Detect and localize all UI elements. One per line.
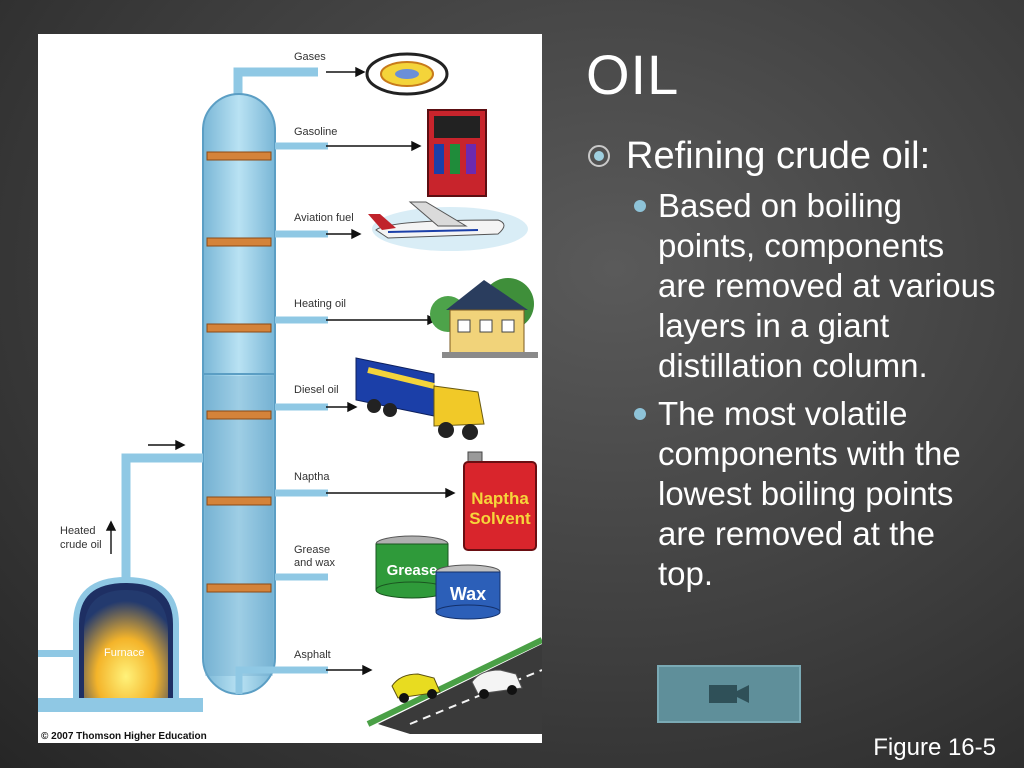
label-aviation-fuel: Aviation fuel — [294, 212, 354, 224]
label-heating-oil: Heating oil — [294, 298, 346, 310]
naptha-can-icon: Naptha Solvent — [463, 451, 537, 551]
furnace-floor — [38, 698, 203, 712]
label-gases: Gases — [294, 51, 326, 63]
label-diesel-oil: Diesel oil — [294, 384, 339, 396]
label-heated: Heated — [60, 525, 95, 537]
label-crude-oil: crude oil — [60, 539, 102, 551]
asphalt-pipe — [235, 666, 328, 694]
column-lower-shade — [205, 376, 273, 676]
tray — [206, 151, 272, 161]
grease-can-text: Grease — [387, 562, 438, 579]
house-icon — [430, 278, 538, 358]
sub-bullet-text: Based on boiling points, components are … — [658, 187, 996, 384]
flow-arrows — [105, 66, 456, 676]
bullet-list: Refining crude oil: Based on boiling poi… — [588, 134, 1008, 594]
gas-burner-icon — [365, 52, 449, 96]
video-camera-icon — [709, 685, 749, 703]
video-play-button[interactable] — [657, 665, 801, 723]
airplane-icon — [368, 201, 528, 251]
label-grease: Grease — [294, 544, 330, 556]
label-furnace: Furnace — [104, 647, 144, 659]
figure-caption: Figure 16-5 — [873, 734, 996, 761]
slide-title: OIL — [586, 43, 680, 106]
feed-pipe — [121, 453, 203, 612]
distillation-figure: Gases Gasoline Aviation fuel Heating oil… — [38, 34, 542, 743]
outlet-pipes — [235, 142, 328, 694]
label-gasoline: Gasoline — [294, 126, 337, 138]
bullet-refining: Refining crude oil: — [588, 134, 1008, 178]
truck-icon — [355, 357, 485, 440]
naptha-can-text-2: Solvent — [469, 509, 531, 528]
grease-wax-cans-icon: Grease Wax — [375, 535, 501, 620]
sub-bullet-text: The most volatile components with the lo… — [658, 395, 961, 592]
sub-bullet-boiling-points: Based on boiling points, components are … — [634, 186, 1008, 386]
tray — [206, 583, 272, 593]
label-and-wax: and wax — [294, 557, 335, 569]
road-cars-icon — [366, 637, 542, 734]
bullet-dot-icon — [634, 200, 646, 212]
label-naptha: Naptha — [294, 471, 330, 483]
sub-bullet-volatile: The most volatile components with the lo… — [634, 394, 1008, 594]
tray — [206, 237, 272, 247]
gas-pump-icon — [427, 109, 487, 197]
column-trays — [206, 151, 272, 593]
figure-copyright: © 2007 Thomson Higher Education — [41, 731, 207, 742]
furnace-fire — [84, 590, 168, 698]
tray — [206, 323, 272, 333]
furnace-base-pipe — [38, 650, 76, 657]
bullet-text: Refining crude oil: — [626, 135, 931, 177]
label-asphalt: Asphalt — [294, 649, 331, 661]
tray — [206, 496, 272, 506]
naptha-can-text-1: Naptha — [471, 489, 529, 508]
bullet-circle-icon — [588, 145, 610, 167]
tray — [206, 410, 272, 420]
bullet-dot-icon — [634, 408, 646, 420]
wax-can-text: Wax — [450, 584, 486, 604]
distillation-diagram: Gases Gasoline Aviation fuel Heating oil… — [38, 51, 542, 742]
